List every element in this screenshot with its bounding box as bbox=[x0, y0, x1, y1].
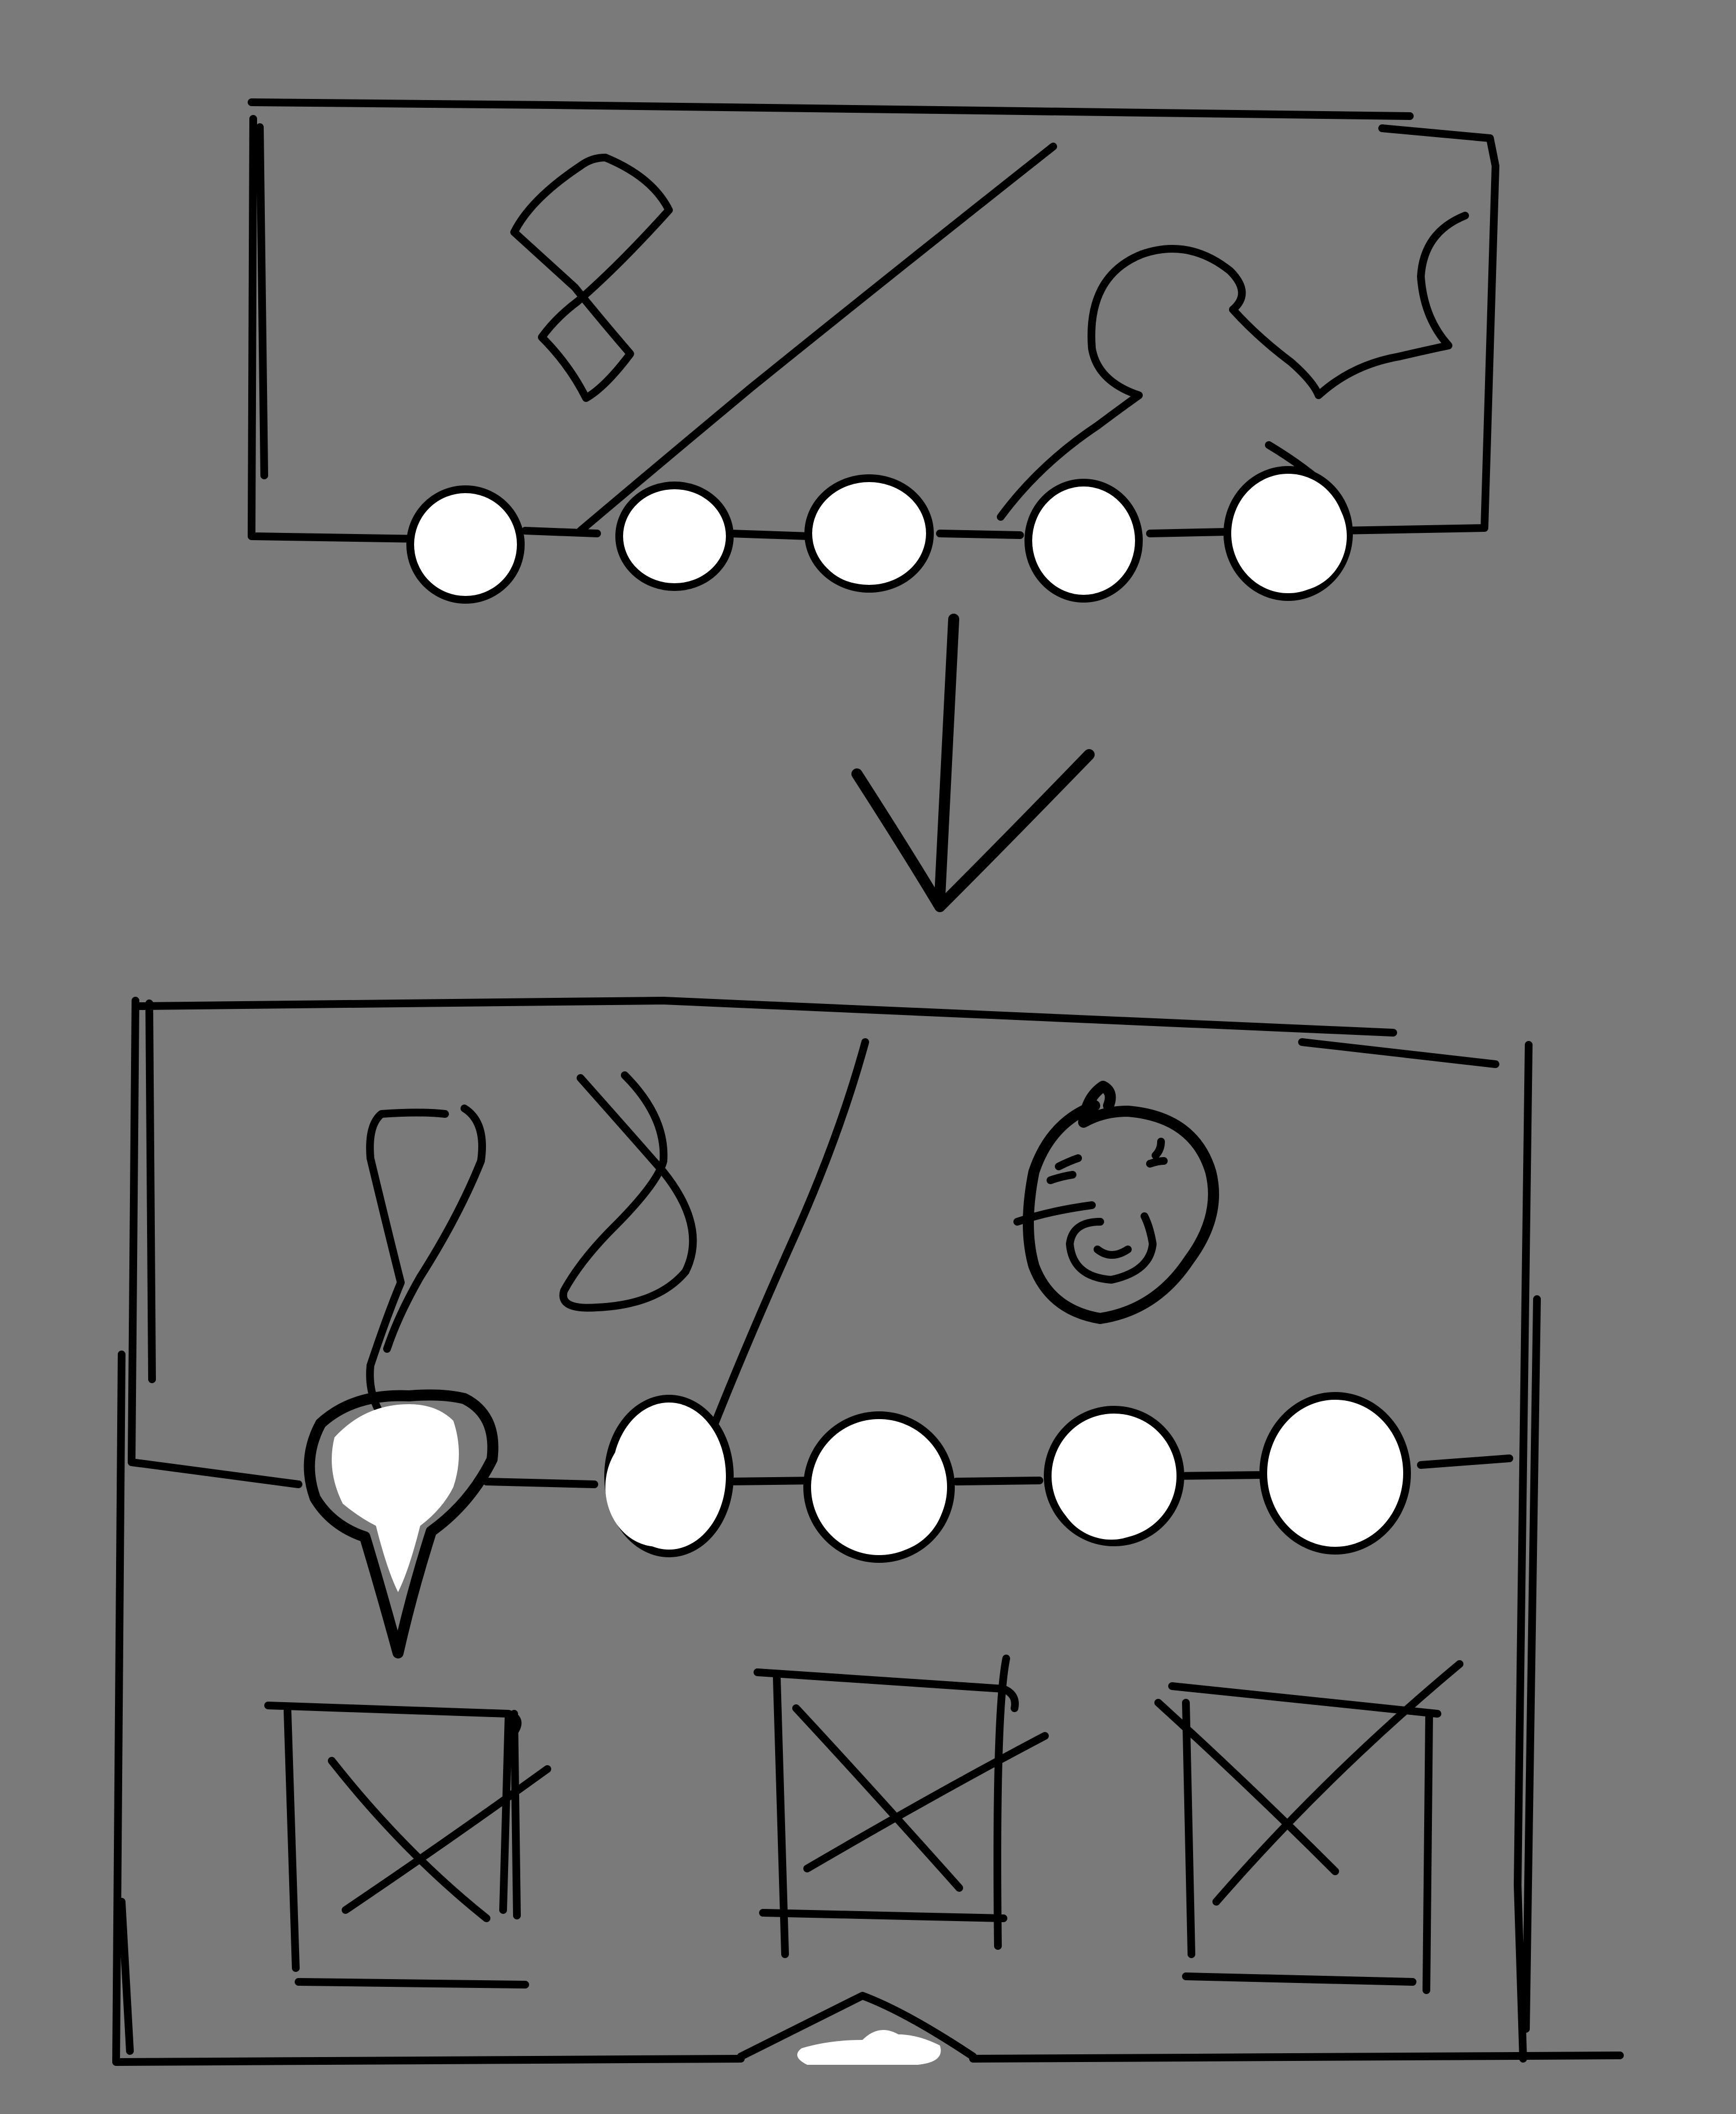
top-panel bbox=[248, 98, 1499, 543]
carousel-dot[interactable] bbox=[804, 474, 934, 593]
image-placeholder-icon[interactable] bbox=[1154, 1660, 1463, 1994]
thumbnail-row bbox=[264, 1655, 1463, 1994]
image-placeholder-icon[interactable] bbox=[754, 1655, 1049, 1958]
bottom-handle[interactable] bbox=[737, 1992, 977, 2065]
top-carousel bbox=[406, 466, 1353, 604]
carousel-dot[interactable] bbox=[1024, 479, 1143, 603]
bottom-carousel bbox=[304, 1389, 1411, 1658]
carousel-dot[interactable] bbox=[406, 485, 525, 604]
carousel-dot[interactable] bbox=[1223, 466, 1353, 601]
face-icon bbox=[1013, 1081, 1219, 1324]
carousel-dot[interactable] bbox=[1044, 1406, 1184, 1546]
carousel-dot[interactable] bbox=[1259, 1392, 1411, 1555]
ribbon-icon bbox=[366, 1105, 486, 1419]
bottom-panel bbox=[112, 997, 1624, 2066]
carousel-dot[interactable] bbox=[803, 1411, 955, 1563]
carousel-dot[interactable] bbox=[615, 482, 734, 591]
puzzle-outline-icon bbox=[997, 212, 1469, 521]
ribbon-icon bbox=[559, 1071, 697, 1312]
arrow-down-icon bbox=[851, 614, 1095, 912]
ribbon-icon bbox=[510, 154, 673, 402]
carousel-dot[interactable] bbox=[604, 1395, 734, 1557]
carousel-dot-active[interactable] bbox=[304, 1389, 499, 1658]
image-placeholder-icon[interactable] bbox=[264, 1702, 551, 1989]
